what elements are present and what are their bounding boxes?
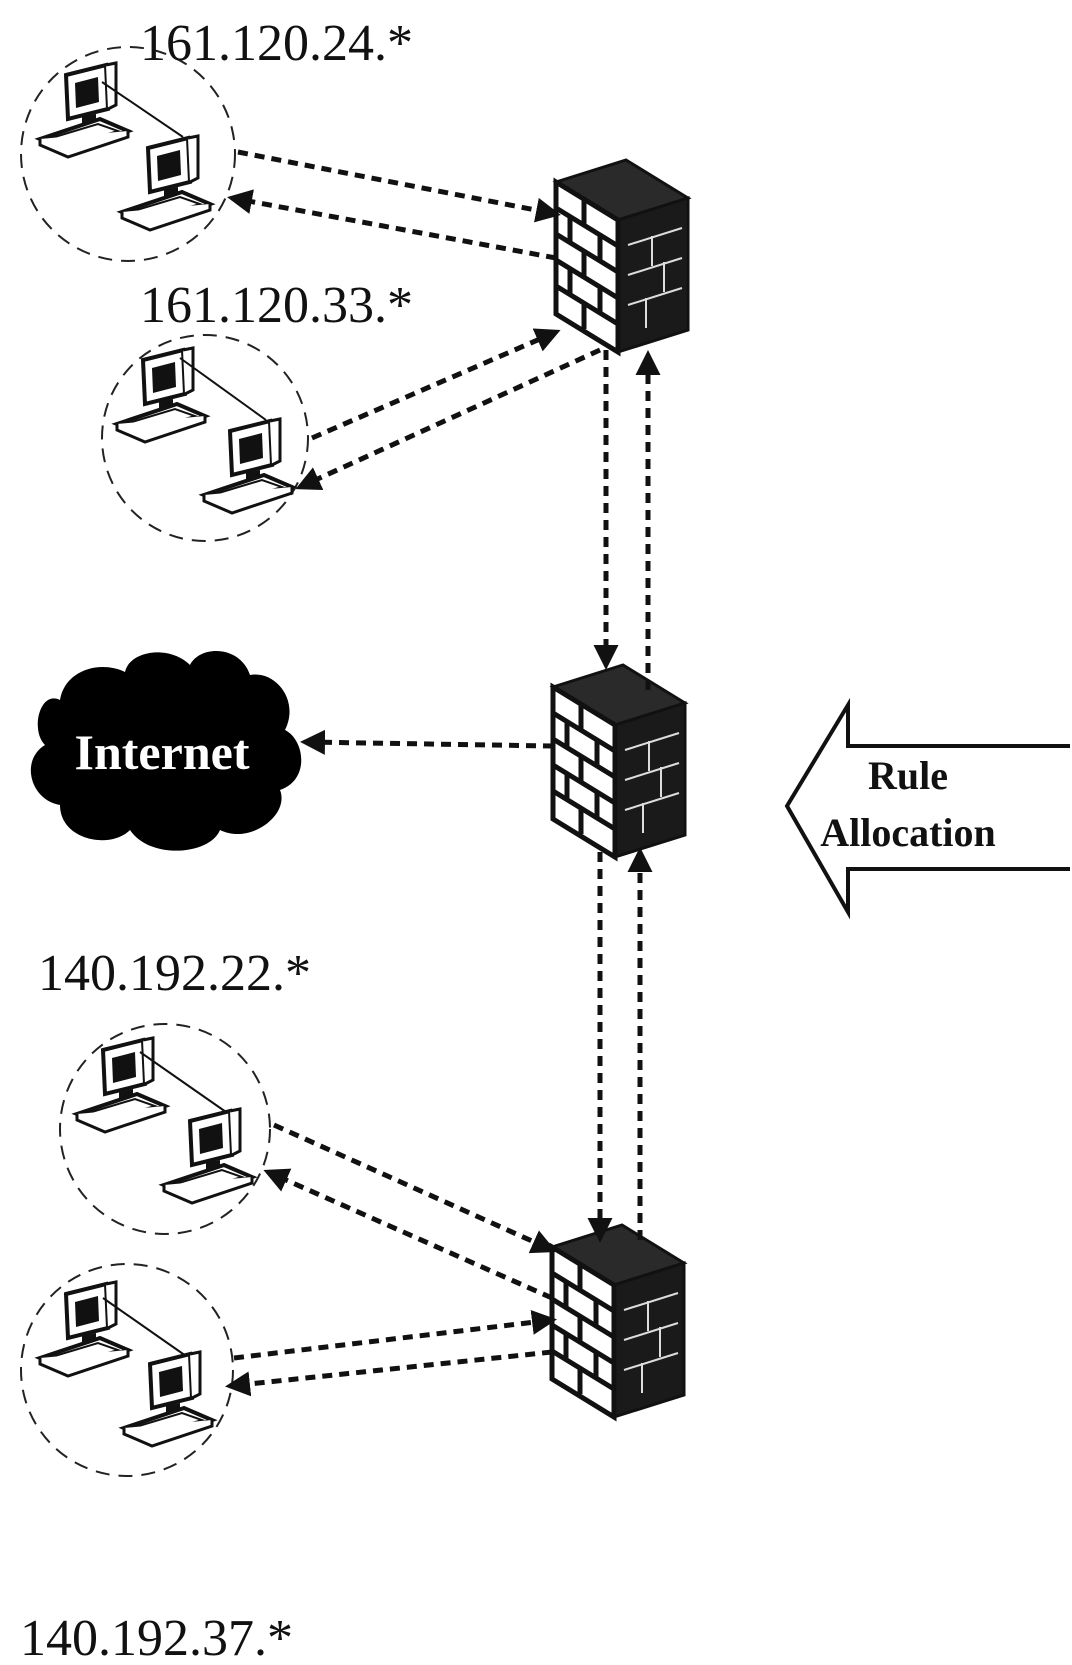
firewall-icon	[556, 160, 688, 352]
subnet-zone-1	[20, 46, 236, 262]
link-arrow	[237, 149, 561, 223]
link-arrow	[311, 328, 561, 441]
firewall-icon	[553, 665, 685, 857]
link-line	[139, 1051, 227, 1113]
link-line	[101, 81, 184, 138]
link-arrow	[272, 1122, 557, 1254]
rule-label-line1: Rule	[868, 753, 948, 798]
link-arrow	[225, 1349, 553, 1397]
link-line	[102, 1297, 187, 1357]
subnet-label: 140.192.22.*	[38, 945, 311, 1002]
rule-label-line2: Allocation	[820, 810, 996, 855]
cloud-icon: Internet	[30, 651, 302, 851]
subnet-label: 161.120.33.*	[140, 277, 413, 334]
link-arrow	[233, 1309, 557, 1361]
link-arrow	[295, 347, 602, 491]
computer-icon	[122, 1350, 214, 1448]
subnet-zone-4	[20, 1263, 234, 1477]
connections	[225, 149, 661, 1397]
link-line	[179, 357, 267, 421]
cloud-label: Internet	[75, 724, 250, 780]
link-arrow	[263, 1168, 554, 1301]
computer-icon	[75, 1036, 167, 1134]
rule-allocation-arrow: Rule Allocation	[784, 697, 1070, 920]
link-arrow	[227, 189, 557, 261]
subnet-label: 161.120.24.*	[140, 15, 413, 72]
computer-icon	[120, 134, 212, 232]
subnet-zone-2	[101, 334, 309, 542]
computer-icon	[162, 1107, 254, 1205]
subnet-zone-3	[59, 1023, 271, 1235]
computer-icon	[38, 1280, 130, 1378]
left-arrow-icon	[784, 697, 1070, 920]
firewall-icon	[552, 1225, 684, 1417]
computer-icon	[202, 417, 294, 515]
subnet-label: 140.192.37.*	[20, 1610, 293, 1665]
computer-icon	[115, 346, 207, 444]
link-arrow	[300, 729, 554, 755]
